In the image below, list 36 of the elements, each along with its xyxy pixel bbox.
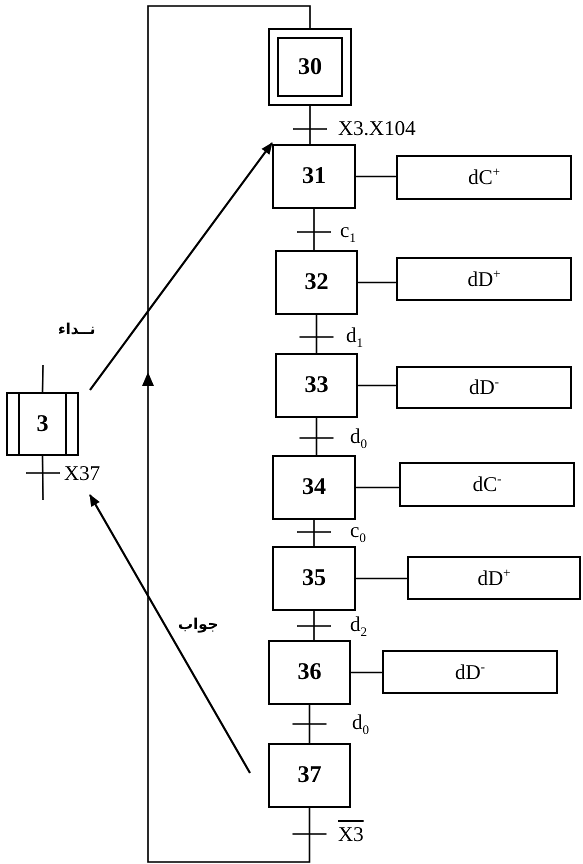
action-box [396, 257, 572, 301]
action-text: dD$^{-}$ [468, 375, 499, 400]
action-box [382, 650, 558, 694]
step-number: 30 [298, 54, 322, 80]
macro-step-box [6, 392, 79, 456]
step-box [272, 546, 356, 611]
transition-condition: d$_{2}$ [350, 614, 368, 635]
step-number: 32 [304, 269, 328, 296]
action-box [396, 155, 572, 200]
edge-label: نــداء [58, 322, 96, 337]
action-box [396, 366, 572, 409]
step-number: 36 [298, 659, 322, 686]
action-box [399, 462, 575, 507]
step-number: 31 [302, 163, 326, 190]
step-box [272, 455, 356, 520]
step-box [268, 743, 351, 808]
initial-step-box [268, 28, 352, 106]
action-text: dC$^{-}$ [472, 472, 502, 497]
action-text: dC$^{+}$ [468, 165, 500, 190]
step-number: 34 [302, 474, 326, 501]
action-text: dD$^{+}$ [477, 566, 510, 590]
step-box [272, 144, 356, 209]
step-number: 37 [298, 762, 322, 789]
action-text: dD$^{+}$ [467, 266, 500, 292]
step-number: 3 [36, 410, 48, 438]
action-box [407, 556, 581, 600]
step-number: 33 [304, 372, 328, 399]
transition-condition: d$_{1}$ [346, 325, 364, 346]
transition-condition: d$_{0}$ [350, 426, 368, 447]
step-box [275, 250, 358, 315]
step-box [275, 353, 358, 418]
action-text: dD$^{-}$ [454, 660, 485, 684]
transition-condition: d$_{0}$ [352, 712, 370, 733]
step-box [268, 640, 351, 705]
edge-label: جواب [178, 617, 218, 632]
step-number: 35 [302, 565, 326, 592]
